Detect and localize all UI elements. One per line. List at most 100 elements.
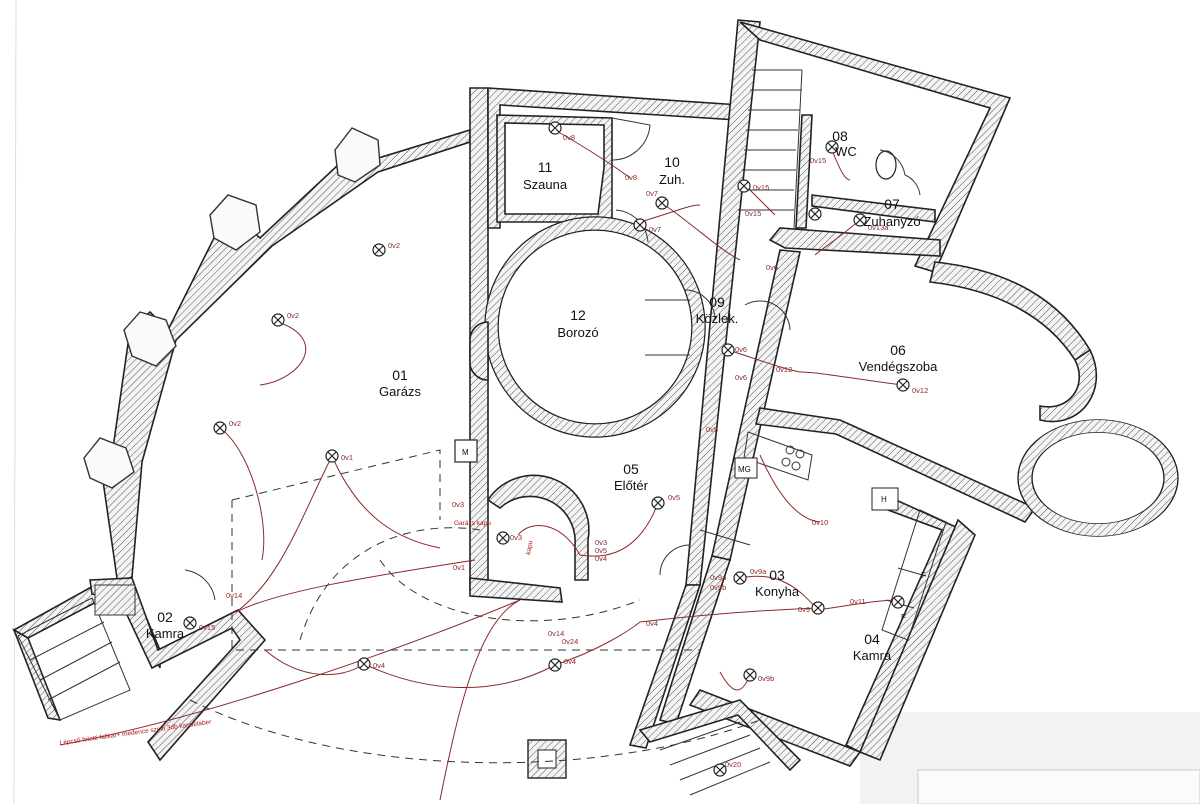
circuit-label: 0v15 [810,156,826,165]
circuit-label: 0v12 [776,365,792,374]
circuit-label: 0v1 [453,563,465,572]
room-number: 01 [392,367,408,383]
toilet-fixture [875,150,897,180]
light-fixture [183,616,197,630]
equipment-f: F [901,613,906,622]
kapu-note: kapu [525,540,534,555]
circuit-label: 0v1 [341,453,353,462]
light-fixture [655,196,669,210]
room-name: Konyha [755,584,800,599]
room-number: 03 [769,567,785,583]
room-number: 05 [623,461,639,477]
room-name: WC [835,144,857,159]
light-fixture [743,668,757,682]
room-name: Garázs [379,384,421,399]
wc-tower-walls [739,21,1012,273]
circuit-label: 0v4 [373,661,385,670]
circuit-label: 0v24 [562,637,578,646]
circular-stair-wall [486,474,590,581]
stove-burners [781,445,805,471]
garage-door-note: Garázs kapu [454,520,491,527]
equipment-m: M [462,448,469,457]
equipment-mg: MG [738,465,751,474]
circuit-label: 0v3 [595,538,607,547]
room-name: Zuh. [659,172,685,187]
room-number: 02 [157,609,173,625]
room-number: 04 [864,631,880,647]
light-fixture [651,496,665,510]
room-name: Borozó [557,325,598,340]
light-fixture [733,571,747,585]
circuit-label: 0v9b [710,583,726,592]
room-name: Előtér [614,478,649,493]
circuit-label: 0v5 [595,546,607,555]
right-spine-wall [658,249,801,725]
wall-pillars [83,127,381,489]
circuit-label: 0v12 [912,386,928,395]
door-swings [184,117,921,601]
room-name: Vendégszoba [859,359,939,374]
oval-pool [1017,419,1179,537]
circuit-label: 0v4 [564,657,576,666]
circuit-label: 0v14 [548,629,564,638]
circuit-label: 0v15 [753,183,769,192]
equipment-f: F [921,571,926,580]
room-number: 07 [884,196,900,212]
circuit-label: 0v6 [735,345,747,354]
circuit-label: 0v4 [595,554,607,563]
circuit-labels: 0v2 0v2 0v2 0v1 0v1 0v3 0v3 0v3 0v5 0v4 … [199,133,928,769]
circuit-label: 0v9b [758,674,774,683]
circuit-label: 0v5 [706,425,718,434]
circuit-label: 0v13a [868,223,889,232]
room-number: 06 [890,342,906,358]
circuit-label: 0v8 [563,133,575,142]
circuit-label: 0v2 [388,241,400,250]
room-name: Kamra [146,626,185,641]
room-number: 10 [664,154,680,170]
room-labels: 01 Garázs 02 Kamra 03 Konyha 04 Kamra 05… [146,128,938,663]
light-fixture [372,243,386,257]
equipment-h: H [881,495,887,504]
shaft [527,739,567,779]
circuit-label: 0v20 [725,760,741,769]
light-fixture [633,218,647,232]
light-fixture [811,601,825,615]
light-fixture [271,313,285,327]
light-fixture [548,121,562,135]
circuit-label: 0v7 [646,189,658,198]
scan-shadow-inner [917,769,1200,804]
equipment: M MG H F F [454,439,926,622]
light-fixture [496,531,510,545]
circuit-label: 0v3 [452,500,464,509]
light-fixture [891,595,905,609]
bottom-stairs [638,699,802,796]
borozo-bay [469,321,489,381]
circuit-label: 0v15 [199,623,215,632]
light-fixture [325,449,339,463]
circuit-label: 0v14 [226,591,242,600]
spine-wall [628,19,761,749]
light-fixture [808,207,822,221]
room-number: 11 [538,159,553,175]
room-name: Közlek. [696,311,739,326]
circuit-label: 0v8 [625,173,637,182]
room-number: 12 [570,307,586,323]
light-fixture [548,658,562,672]
light-fixture [737,179,751,193]
circuit-label: 0v9a [710,573,727,582]
circuit-label: 0v2 [229,419,241,428]
room-number: 08 [832,128,848,144]
circuit-label: 0v6 [735,373,747,382]
paper-edge [13,0,17,804]
circuit-label: 0v6 [766,263,778,272]
guest-room-walls [755,261,1098,524]
room-name: Szauna [523,177,568,192]
circuit-label: 0v3 [510,533,522,542]
circuit-label: 0v7 [649,225,661,234]
circuit-label: 0v9 [798,605,810,614]
stair-landing-left [17,584,136,721]
circuit-label: 0v10 [812,518,828,527]
circuit-label: 0v2 [287,311,299,320]
